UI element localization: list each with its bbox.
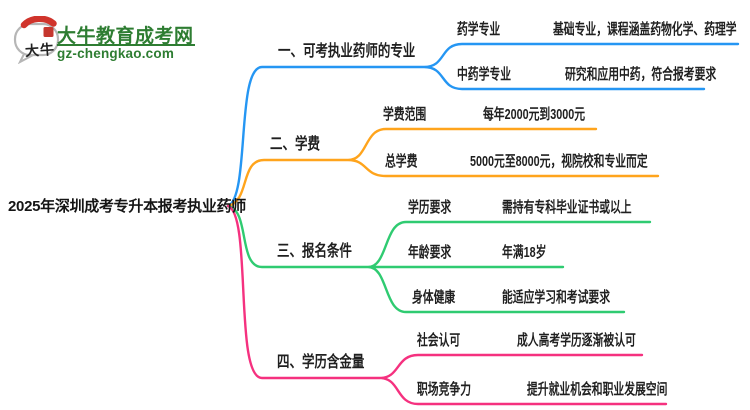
- branch-4-child-2-value: 提升就业机会和职业发展空间: [527, 381, 668, 398]
- branch-4-child-2-name-node: 职场竞争力: [417, 380, 492, 400]
- branch-3-child-1-name: 学历要求: [408, 199, 452, 216]
- brand-logo: 大牛 大牛教育成考网 gz-chengkao.com: [10, 0, 220, 66]
- branch-3-node: 三、报名条件: [277, 241, 373, 263]
- branch-3-child-1-value: 需持有专科毕业证书或以上: [502, 199, 632, 216]
- branch-4-child-1-value: 成人高考学历逐渐被认可: [517, 332, 636, 349]
- logo-seal-icon: [43, 27, 54, 37]
- branch-3-child-1-value-node: 需持有专科毕业证书或以上: [502, 198, 682, 218]
- logo-red-arc-icon: [20, 16, 57, 29]
- branch-2-label: 二、学费: [270, 136, 320, 153]
- branch-1-child-2-name: 中药学专业: [457, 66, 512, 83]
- branch-3-child-3-value-node: 能适应学习和考试要求: [502, 288, 652, 308]
- branch-1-connector: [226, 42, 740, 208]
- branch-1-label: 一、可考执业药师的专业: [278, 43, 416, 60]
- branch-1-child-1-value-node: 基础专业，课程涵盖药物化学、药理学: [553, 20, 750, 40]
- branch-2-child-1-name-node: 学费范围: [383, 105, 443, 125]
- brand-site-domain: gz-chengkao.com: [57, 46, 175, 61]
- branch-2-child-2-name: 总学费: [385, 153, 418, 170]
- branch-1-child-2-value: 研究和应用中药，符合报考要求: [565, 66, 717, 83]
- branch-3-child-2-name-node: 年龄要求: [408, 243, 468, 263]
- branch-2-child-1-value-node: 每年2000元到3000元: [483, 105, 625, 125]
- branch-4-child-1-name-node: 社会认可: [417, 331, 477, 351]
- branch-1-child-2-value-node: 研究和应用中药，符合报考要求: [565, 65, 750, 85]
- branch-2-connector: [226, 127, 660, 208]
- branch-1-child-1-name-node: 药学专业: [457, 20, 517, 40]
- branch-4-child-1-name: 社会认可: [417, 332, 461, 349]
- logo-bubble-text: 大牛: [24, 40, 56, 60]
- branch-2-child-2-value: 5000元至8000元，视院校和专业而定: [470, 153, 648, 170]
- branch-3-connector: [226, 204, 652, 314]
- branch-4-child-2-value-node: 提升就业机会和职业发展空间: [527, 380, 722, 400]
- brand-divider: [57, 44, 195, 46]
- branch-4-child-2-name: 职场竞争力: [417, 381, 472, 398]
- root-topic: 2025年深圳成考专升本报考执业药师: [8, 198, 246, 215]
- branch-3-child-3-name: 身体健康: [412, 289, 456, 306]
- branch-1-node: 一、可考执业药师的专业: [278, 41, 454, 63]
- branch-3-child-2-name: 年龄要求: [408, 244, 452, 261]
- branch-1-child-1-name: 药学专业: [457, 21, 501, 38]
- logo-speech-bubble-icon: [13, 16, 60, 64]
- branch-4-node: 四、学历含金量: [277, 352, 389, 374]
- branch-4-connector: [226, 204, 668, 406]
- branch-1-child-2-name-node: 中药学专业: [457, 65, 532, 85]
- branch-1-child-1-value: 基础专业，课程涵盖药物化学、药理学: [553, 21, 737, 38]
- branch-3-label: 三、报名条件: [277, 243, 352, 260]
- branch-4-label: 四、学历含金量: [277, 354, 365, 371]
- branch-3-child-2-value-node: 年满18岁: [502, 243, 564, 263]
- branch-2-child-1-name: 学费范围: [383, 106, 427, 123]
- branch-3-child-2-value: 年满18岁: [502, 244, 547, 261]
- branch-4-child-1-value-node: 成人高考学历逐渐被认可: [517, 331, 682, 351]
- branch-3-child-3-name-node: 身体健康: [412, 288, 472, 308]
- branch-2-child-2-value-node: 5000元至8000元，视院校和专业而定: [470, 152, 717, 172]
- branch-2-node: 二、学费: [270, 134, 334, 156]
- branch-2-child-1-value: 每年2000元到3000元: [483, 106, 586, 123]
- branch-3-child-1-name-node: 学历要求: [408, 198, 468, 218]
- branch-2-child-2-name-node: 总学费: [385, 152, 430, 172]
- brand-site-name: 大牛教育成考网: [57, 26, 194, 47]
- branch-3-child-3-value: 能适应学习和考试要求: [502, 289, 611, 306]
